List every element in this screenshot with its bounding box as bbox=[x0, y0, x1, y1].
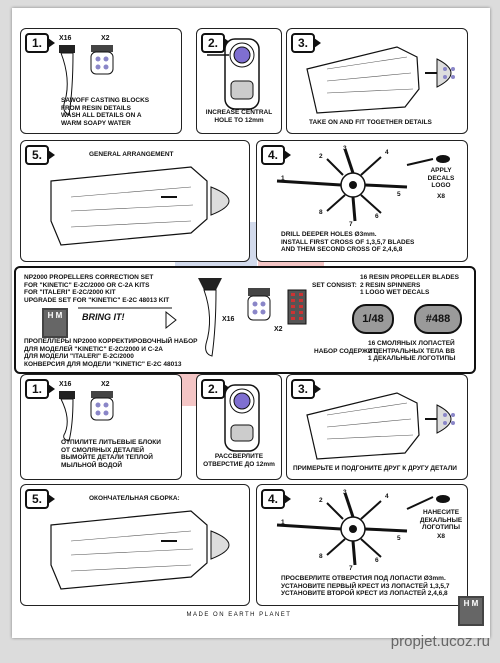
blade-label-ru-7: 7 bbox=[349, 565, 353, 572]
qty-spinners-middle: X2 bbox=[274, 326, 283, 333]
step-1-ru-number: 1. bbox=[25, 379, 55, 399]
propeller-assembly-illustration bbox=[276, 148, 450, 222]
blade-label-1: 1 bbox=[281, 175, 285, 182]
step-1-number: 1. bbox=[25, 33, 55, 53]
footer-logo: H M bbox=[458, 596, 484, 626]
step-3-ru-panel: 3. ПРИМЕРЬТЕ И ПОДГОНИТЕ ДРУГ К ДРУГУ ДЕ… bbox=[286, 374, 468, 480]
step-4-ru-text: ПРОСВЕРЛИТЕ ОТВЕРСТИЯ ПОД ЛОПАСТИ Ø3mm. … bbox=[281, 575, 450, 597]
step-2-text: INCREASE CENTRAL HOLE TO 12mm bbox=[205, 109, 273, 124]
spinner-hole-illustration-ru bbox=[224, 384, 260, 452]
qty-blades: X16 bbox=[59, 35, 72, 42]
step-2-ru-text: РАССВЕРЛИТЕ ОТВЕРСТИЕ ДО 12mm bbox=[203, 453, 275, 468]
qty-blades-middle: X16 bbox=[222, 316, 235, 323]
step-3-ru-text: ПРИМЕРЬТЕ И ПОДГОНИТЕ ДРУГ К ДРУГУ ДЕТАЛ… bbox=[293, 465, 457, 472]
step-4-number: 4. bbox=[261, 145, 291, 165]
blade-label-2: 2 bbox=[319, 153, 323, 160]
step-4-text: DRILL DEEPER HOLES Ø3mm. INSTALL FIRST C… bbox=[281, 231, 415, 253]
product-parts-illustration bbox=[78, 278, 307, 357]
decal-qty: X8 bbox=[437, 193, 445, 200]
propeller-assembly-illustration-ru bbox=[276, 492, 450, 566]
step-3-text: TAKE ON AND FIT TOGETHER DETAILS bbox=[309, 119, 432, 126]
step-1-text: SAWOFF CASTING BLOCKS FROM RESIN DETAILS… bbox=[61, 97, 150, 127]
step-2-ru-panel: 2. РАССВЕРЛИТЕ ОТВЕРСТИЕ ДО 12mm bbox=[196, 374, 282, 480]
blade-spinner-illustration bbox=[59, 45, 114, 116]
blade-label-5: 5 bbox=[397, 191, 401, 198]
blade-label-4: 4 bbox=[385, 149, 389, 156]
brand-logo: H M bbox=[42, 308, 68, 338]
step-2-panel: 2. INCREASE CENTRAL HOLE TO 12mm bbox=[196, 28, 282, 134]
qty-blades-ru: X16 bbox=[59, 381, 72, 388]
decal-instruction-ru: НАНЕСИТЕ ДЕКАЛЬНЫЕ ЛОГОТИПЫ bbox=[419, 509, 463, 531]
blade-label-8: 8 bbox=[319, 209, 323, 216]
blade-spinner-illustration-ru bbox=[59, 391, 114, 442]
blade-label-ru-2: 2 bbox=[319, 497, 323, 504]
blade-label-ru-5: 5 bbox=[397, 535, 401, 542]
general-arrangement-illustration-ru bbox=[50, 510, 230, 590]
set-number-badge: #488 bbox=[414, 304, 462, 334]
spinner-hole-illustration bbox=[207, 38, 260, 110]
nacelle-fit-illustration-ru bbox=[306, 392, 455, 460]
site-url: propjet.ucoz.ru bbox=[390, 633, 490, 650]
step-1-ru-text: ОТПИЛИТЕ ЛИТЬЕВЫЕ БЛОКИ ОТ СМОЛЯНЫХ ДЕТА… bbox=[61, 439, 161, 469]
footer-text: MADE ON EARTH PLANET bbox=[186, 612, 292, 618]
blade-label-ru-1: 1 bbox=[281, 519, 285, 526]
scale-badge: 1/48 bbox=[352, 304, 394, 334]
step-4-panel: 4. 1 2 3 4 5 6 7 8 APPLY DECALS LOGO X8 … bbox=[256, 140, 468, 262]
step-5-text: GENERAL ARRANGEMENT bbox=[89, 151, 174, 158]
step-3-panel: 3. TAKE ON AND FIT TOGETHER DETAILS bbox=[286, 28, 468, 134]
ru-consist-list: 16 СМОЛЯНЫХ ЛОПАСТЕЙ 2 ЦЕНТРАЛЬНЫХ ТЕЛА … bbox=[368, 340, 456, 362]
step-1-panel: 1. X16 X2 SAWOFF CASTING BLOCKS FROM RES… bbox=[20, 28, 182, 134]
ru-consist-label: НАБОР СОДЕРЖИТ: bbox=[314, 348, 379, 355]
step-4-ru-panel: 4. 1 2 3 4 5 6 7 8 НАНЕСИТЕ ДЕКАЛЬНЫЕ ЛО… bbox=[256, 484, 468, 606]
set-consist-list: 16 RESIN PROPELLER BLADES 2 RESIN SPINNE… bbox=[360, 274, 459, 296]
english-title: NP2000 PROPELLERS CORRECTION SET FOR "KI… bbox=[24, 274, 170, 304]
step-5-ru-text: ОКОНЧАТЕЛЬНАЯ СБОРКА: bbox=[89, 495, 180, 502]
step-1-ru-panel: 1. X16 X2 ОТПИЛИТЕ ЛИТЬЕВЫЕ БЛОКИ ОТ СМО… bbox=[20, 374, 182, 480]
nacelle-fit-illustration bbox=[306, 46, 455, 114]
step-3-ru-number: 3. bbox=[291, 379, 321, 399]
set-consist-label: SET CONSIST: bbox=[312, 282, 357, 289]
general-arrangement-illustration bbox=[50, 166, 230, 246]
brand-name: BRING IT! bbox=[82, 312, 125, 322]
russian-title: ПРОПЕЛЛЕРЫ NP2000 КОРРЕКТИРОВОЧНЫЙ НАБОР… bbox=[24, 338, 198, 368]
decal-instruction: APPLY DECALS LOGO bbox=[427, 167, 455, 189]
step-3-number: 3. bbox=[291, 33, 321, 53]
step-5-ru-number: 5. bbox=[25, 489, 55, 509]
blade-label-ru-8: 8 bbox=[319, 553, 323, 560]
blade-label-ru-6: 6 bbox=[375, 557, 379, 564]
blade-label-3: 3 bbox=[343, 145, 347, 152]
blade-label-ru-3: 3 bbox=[343, 489, 347, 496]
decal-qty-ru: X8 bbox=[437, 533, 445, 540]
product-info-panel: NP2000 PROPELLERS CORRECTION SET FOR "KI… bbox=[14, 266, 476, 374]
blade-label-6: 6 bbox=[375, 213, 379, 220]
step-5-number: 5. bbox=[25, 145, 55, 165]
qty-spinners-ru: X2 bbox=[101, 381, 110, 388]
blade-label-ru-4: 4 bbox=[385, 493, 389, 500]
step-5-ru-panel: 5. ОКОНЧАТЕЛЬНАЯ СБОРКА: bbox=[20, 484, 250, 606]
qty-spinners: X2 bbox=[101, 35, 110, 42]
step-5-panel: 5. GENERAL ARRANGEMENT bbox=[20, 140, 250, 262]
step-4-ru-number: 4. bbox=[261, 489, 291, 509]
blade-label-7: 7 bbox=[349, 221, 353, 228]
